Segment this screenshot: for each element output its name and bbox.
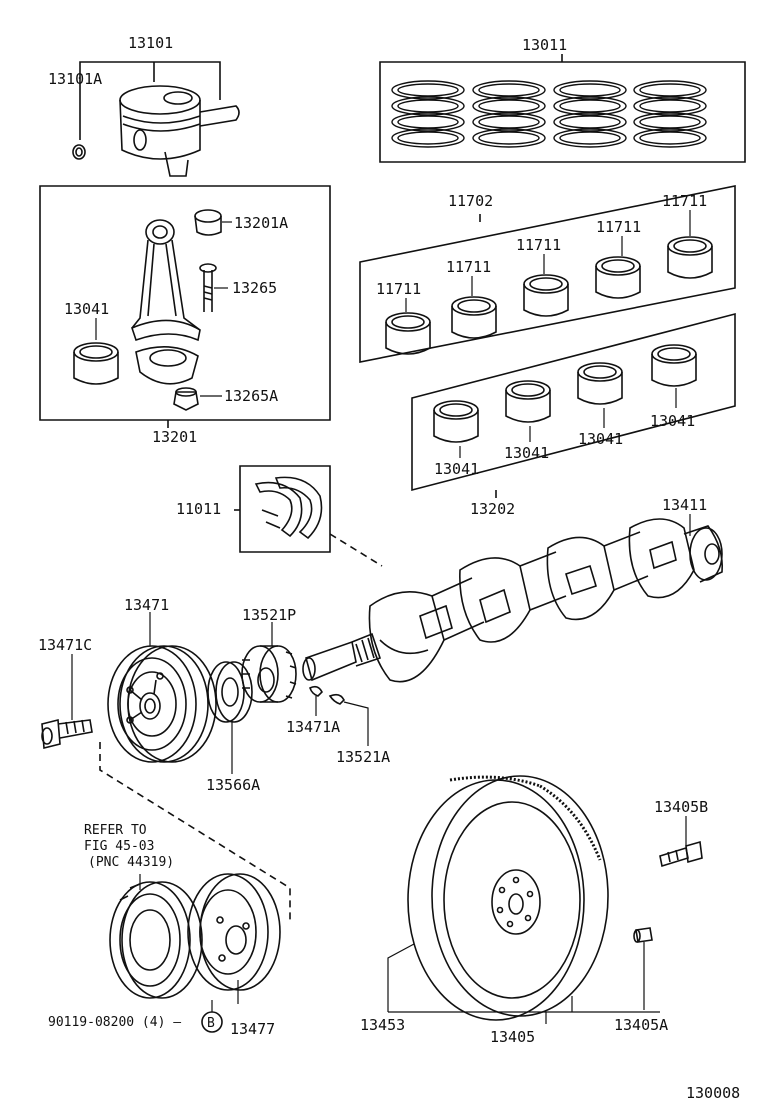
label-13041-lower-1: 13041 (434, 460, 479, 478)
piston-pin-clip[interactable] (72, 144, 86, 160)
main-bearings-lower[interactable] (433, 344, 697, 443)
small-end-bushing[interactable] (194, 209, 222, 236)
labels: 13101 13101A 13011 13201A 13265 13041 13… (38, 34, 740, 1102)
crankshaft[interactable] (302, 518, 724, 683)
label-13521A: 13521A (336, 748, 390, 766)
label-13011: 13011 (522, 36, 567, 54)
label-13202: 13202 (470, 500, 515, 518)
rod-bolt[interactable] (199, 263, 217, 312)
label-11711-5: 11711 (662, 192, 707, 210)
crankshaft-pulley[interactable] (107, 645, 217, 763)
crankshaft-key-gear[interactable] (328, 693, 345, 705)
label-11711-1: 11711 (376, 280, 421, 298)
label-90119: 90119-08200 (4) — (48, 1015, 181, 1030)
connecting-rod[interactable] (131, 219, 201, 385)
main-bearing-lower-box (411, 312, 736, 498)
leaders-keys (315, 696, 369, 746)
leaders-pulley-group (139, 874, 239, 1012)
crankshaft-pulley-set[interactable] (109, 881, 203, 999)
leaders-rod (95, 221, 232, 397)
label-13566A: 13566A (206, 776, 260, 794)
dashed-leader-thrust (329, 533, 383, 567)
label-13405B: 13405B (654, 798, 708, 816)
refer-line-2: FIG 45-03 (84, 839, 154, 854)
refer-line-1: REFER TO (84, 823, 147, 838)
connecting-rod-box (39, 185, 331, 428)
leaders-13041-lower (459, 388, 677, 458)
label-13405: 13405 (490, 1028, 535, 1046)
circle-b-letter: B (207, 1016, 215, 1031)
label-13041-lower-2: 13041 (504, 444, 549, 462)
label-13041-rod: 13041 (64, 300, 109, 318)
crankshaft-timing-gear[interactable] (241, 645, 297, 703)
label-13471: 13471 (124, 596, 169, 614)
thrust-washers[interactable] (254, 476, 323, 540)
label-11711-4: 11711 (596, 218, 641, 236)
pulley-bolt[interactable] (41, 718, 93, 750)
main-bearings-upper[interactable] (385, 236, 713, 355)
label-13041-lower-4: 13041 (650, 412, 695, 430)
crankshaft-key-pulley[interactable] (309, 685, 323, 697)
label-13471C: 13471C (38, 636, 92, 654)
oil-seal[interactable] (207, 661, 253, 723)
flywheel-dowel-pin[interactable] (633, 927, 653, 943)
label-13471A: 13471A (286, 718, 340, 736)
label-13405A: 13405A (614, 1016, 668, 1034)
label-11011: 11011 (176, 500, 221, 518)
label-13265: 13265 (232, 279, 277, 297)
figure-number: 130008 (686, 1084, 740, 1102)
flywheel-bolt[interactable] (659, 840, 703, 868)
label-13411: 13411 (662, 496, 707, 514)
main-bearing-upper-box (359, 185, 736, 363)
leader-13101 (79, 61, 221, 140)
flywheel[interactable] (407, 775, 609, 1021)
label-13265A: 13265A (224, 387, 278, 405)
label-13101: 13101 (128, 34, 173, 52)
label-13101A: 13101A (48, 70, 102, 88)
piston-rings[interactable] (391, 80, 707, 148)
thrust-washer-box (234, 465, 331, 553)
label-13453: 13453 (360, 1016, 405, 1034)
rod-bearing[interactable] (73, 342, 119, 385)
crankshaft-pulley-damper[interactable] (187, 873, 281, 991)
refer-line-3: (PNC 44319) (88, 855, 174, 870)
label-11711-2: 11711 (446, 258, 491, 276)
label-13477: 13477 (230, 1020, 275, 1038)
label-13041-lower-3: 13041 (578, 430, 623, 448)
piston[interactable] (119, 85, 240, 177)
leaders-flywheel (387, 942, 660, 1024)
label-13201: 13201 (152, 428, 197, 446)
rod-nut[interactable] (173, 387, 199, 411)
leaders-11711 (405, 210, 691, 312)
circle-b-ref (201, 1011, 223, 1033)
piston-ring-set-box (379, 54, 746, 163)
label-11702: 11702 (448, 192, 493, 210)
label-11711-3: 11711 (516, 236, 561, 254)
label-13201A: 13201A (234, 214, 288, 232)
label-13521P: 13521P (242, 606, 296, 624)
dashed-leader-pulley-group (99, 742, 291, 922)
